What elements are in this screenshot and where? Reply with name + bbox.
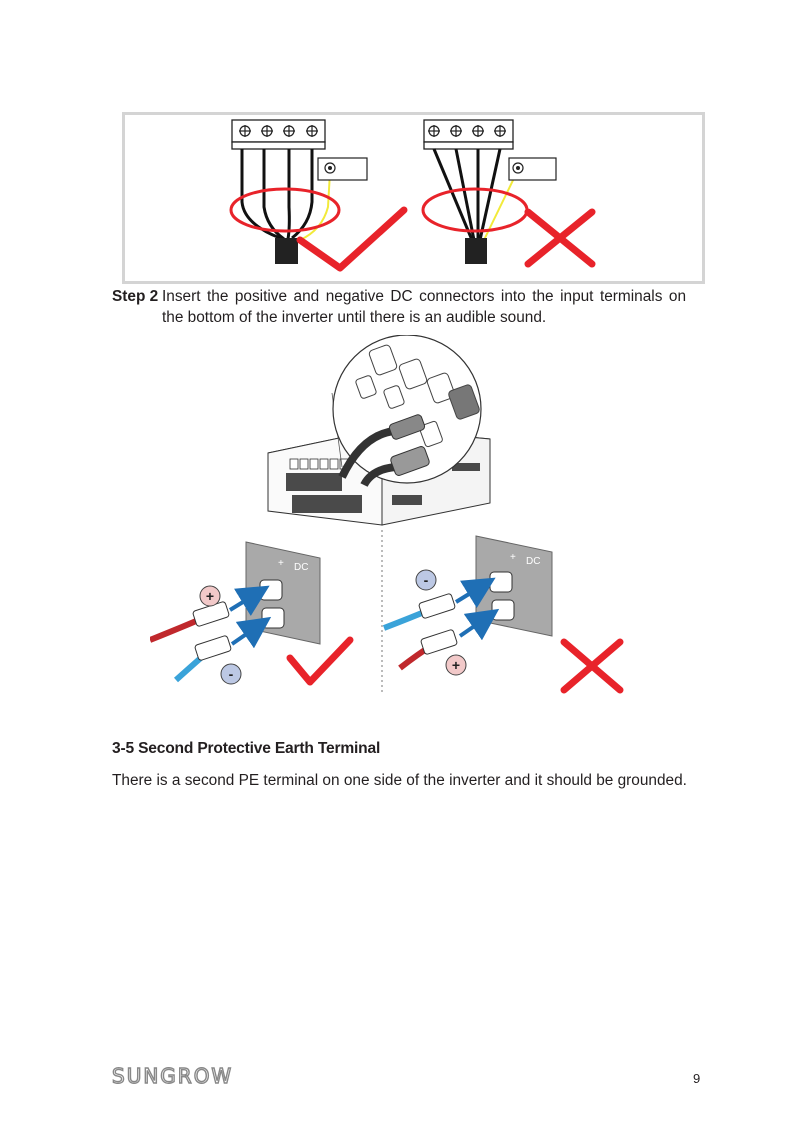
positive-badge-left: + — [200, 586, 220, 606]
section-body: There is a second PE terminal on one sid… — [112, 772, 712, 790]
svg-text:-: - — [424, 572, 429, 588]
svg-text:+: + — [452, 657, 460, 673]
cable-bundle-figure — [122, 112, 705, 284]
cross-mark-icon-dc — [564, 642, 620, 690]
step-text: Insert the positive and negative DC conn… — [162, 286, 686, 328]
step-label: Step 2 — [112, 286, 158, 307]
svg-text:SUNGROW: SUNGROW — [112, 1064, 233, 1088]
check-mark-icon-dc — [290, 640, 350, 682]
terminal-block-incorrect — [424, 120, 513, 149]
sungrow-logo: SUNGROW — [112, 1064, 256, 1088]
dc-label-left: DC — [294, 562, 308, 573]
dc-label-right: DC — [526, 556, 540, 567]
positive-badge-right: + — [446, 655, 466, 675]
plus-label-right: + — [510, 552, 516, 563]
dc-panel-right — [476, 536, 552, 636]
terminal-block-correct — [232, 120, 325, 149]
inverter-dc-terminal-figure — [262, 335, 494, 527]
negative-badge-left: - — [221, 664, 241, 684]
page-number: 9 — [693, 1071, 700, 1086]
negative-badge-right: - — [416, 570, 436, 590]
svg-text:-: - — [229, 666, 234, 682]
dc-polarity-figure: + DC + - + DC - + — [150, 528, 640, 696]
svg-text:+: + — [206, 588, 214, 604]
plus-label-left: + — [278, 558, 284, 569]
section-heading: 3-5 Second Protective Earth Terminal — [112, 740, 380, 758]
